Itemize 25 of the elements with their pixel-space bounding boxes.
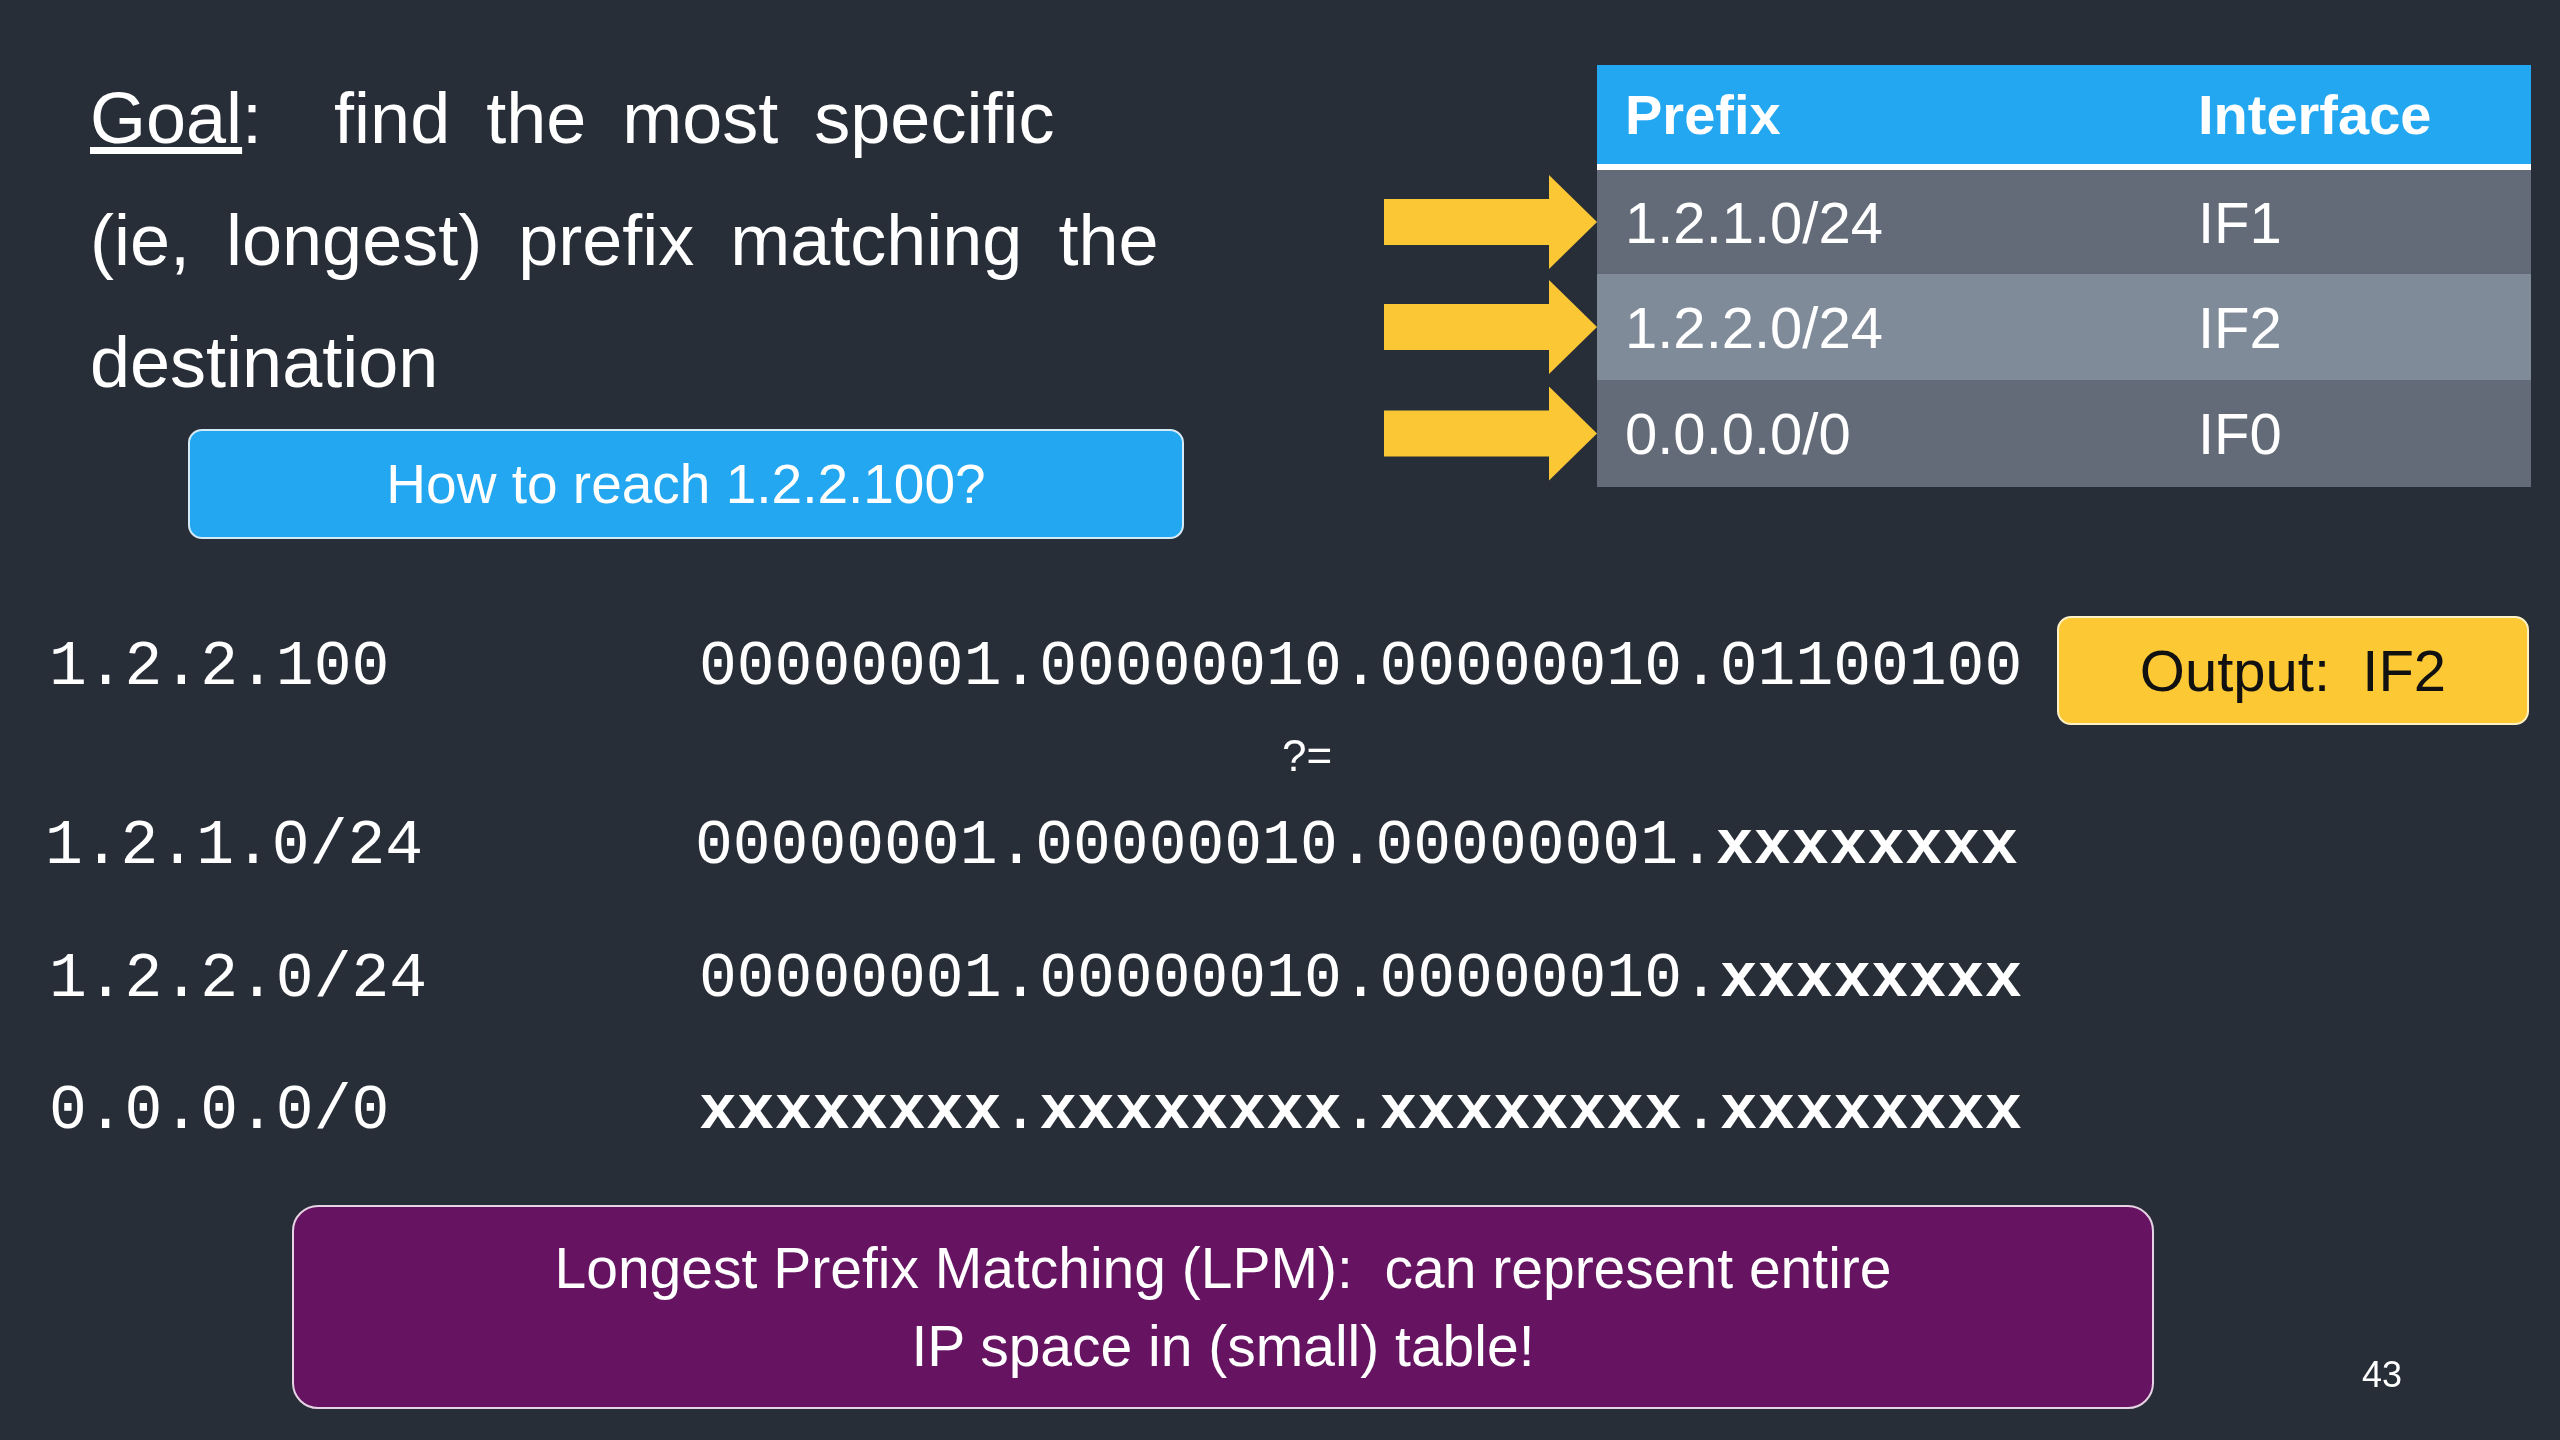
prefix-text: 1.2.1.0/24 bbox=[1625, 188, 1883, 256]
output-text: Output: IF2 bbox=[2139, 637, 2447, 704]
column-heading: Prefix bbox=[1625, 82, 1781, 147]
arrow bbox=[1384, 280, 1597, 374]
ip-prefix: 1.2.1.0/24 bbox=[45, 814, 424, 880]
prefix-text: 1.2.2.0/24 bbox=[1625, 293, 1883, 361]
goal-statement: Goal: find the most specific (ie, longest) prefix matching the destination bbox=[90, 77, 1160, 404]
summary-text: Longest Prefix Matching (LPM): can represent entire IP space in (small) table! bbox=[553, 1235, 1893, 1380]
ip-prefix: 0.0.0.0/0 bbox=[49, 1079, 390, 1145]
column-heading: Interface bbox=[2198, 82, 2432, 147]
interface-text: IF2 bbox=[2198, 293, 2282, 361]
interface-text: IF1 bbox=[2198, 188, 2282, 256]
binary-pattern: xxxxxxxx.xxxxxxxx.xxxxxxxx.xxxxxxxx bbox=[699, 1079, 2023, 1145]
arrow bbox=[1384, 386, 1597, 481]
binary-pattern: 00000001.00000010.00000001.xxxxxxxx bbox=[695, 814, 2019, 880]
question-text: How to reach 1.2.2.100? bbox=[386, 452, 986, 516]
page-number: 43 bbox=[2362, 1355, 2403, 1395]
comparison-sign: ?= bbox=[1282, 731, 1333, 781]
ip-prefix: 1.2.2.0/24 bbox=[49, 947, 428, 1013]
ip-address: 1.2.2.100 bbox=[49, 635, 390, 701]
interface-text: IF0 bbox=[2198, 400, 2282, 467]
arrow bbox=[1384, 175, 1597, 269]
prefix-text: 0.0.0.0/0 bbox=[1625, 400, 1851, 467]
binary-address: 00000001.00000010.00000010.01100100 bbox=[699, 635, 2023, 701]
binary-pattern: 00000001.00000010.00000010.xxxxxxxx bbox=[699, 947, 2023, 1013]
